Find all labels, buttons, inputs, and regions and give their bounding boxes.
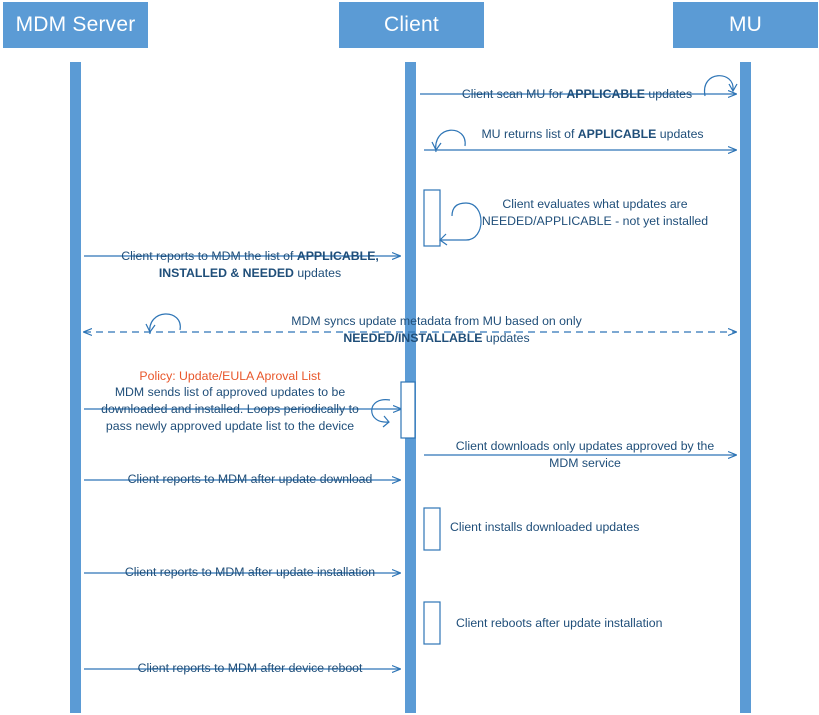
message-label-m1: Client scan MU for APPLICABLE updates bbox=[452, 86, 702, 103]
message-text-m6: MDM sends list of approved updates to be… bbox=[101, 385, 359, 433]
message-label-m5: MDM syncs update metadata from MU based … bbox=[274, 313, 599, 347]
message-label-m9: Client installs downloaded updates bbox=[450, 519, 700, 536]
message-label-m6-policy: Policy: Update/EULA Aproval List bbox=[100, 368, 360, 385]
message-text-m8: Client reports to MDM after update downl… bbox=[127, 472, 373, 486]
message-label-m2: MU returns list of APPLICABLE updates bbox=[480, 126, 705, 143]
participant-label-mu: MU bbox=[728, 13, 763, 36]
message-label-m7: Client downloads only updates approved b… bbox=[450, 438, 720, 472]
message-text-m5: MDM syncs update metadata from MU based … bbox=[291, 314, 582, 345]
lifeline-mu bbox=[740, 62, 751, 713]
message-text-m10: Client reports to MDM after update insta… bbox=[124, 565, 376, 579]
message-label-m6: MDM sends list of approved updates to be… bbox=[100, 384, 360, 435]
message-label-m10: Client reports to MDM after update insta… bbox=[110, 564, 390, 581]
message-text-m2: MU returns list of APPLICABLE updates bbox=[481, 127, 704, 141]
lifeline-mdm bbox=[70, 62, 81, 713]
participant-header-mu: MU bbox=[673, 2, 818, 48]
message-label-m11: Client reboots after update installation bbox=[456, 615, 706, 632]
message-text-m3: Client evaluates what updates are NEEDED… bbox=[481, 197, 709, 228]
message-text-m7: Client downloads only updates approved b… bbox=[455, 439, 715, 470]
message-label-m4: Client reports to MDM the list of APPLIC… bbox=[100, 248, 400, 282]
participant-label-client: Client bbox=[384, 13, 439, 36]
policy-label: Policy: Update/EULA Aproval List bbox=[139, 369, 321, 383]
message-label-m12: Client reports to MDM after device reboo… bbox=[110, 660, 390, 677]
participant-header-mdm: MDM Server bbox=[3, 2, 148, 48]
message-text-m9: Client installs downloaded updates bbox=[450, 520, 640, 534]
participant-header-client: Client bbox=[339, 2, 484, 48]
lifeline-client bbox=[405, 62, 416, 713]
message-label-m8: Client reports to MDM after update downl… bbox=[110, 471, 390, 488]
message-text-m4: Client reports to MDM the list of APPLIC… bbox=[121, 249, 379, 280]
message-text-m11: Client reboots after update installation bbox=[456, 616, 663, 630]
participant-label-mdm: MDM Server bbox=[15, 13, 136, 36]
message-label-m3: Client evaluates what updates are NEEDED… bbox=[475, 196, 715, 230]
message-text-m1: Client scan MU for APPLICABLE updates bbox=[461, 87, 693, 101]
message-text-m12: Client reports to MDM after device reboo… bbox=[137, 661, 363, 675]
